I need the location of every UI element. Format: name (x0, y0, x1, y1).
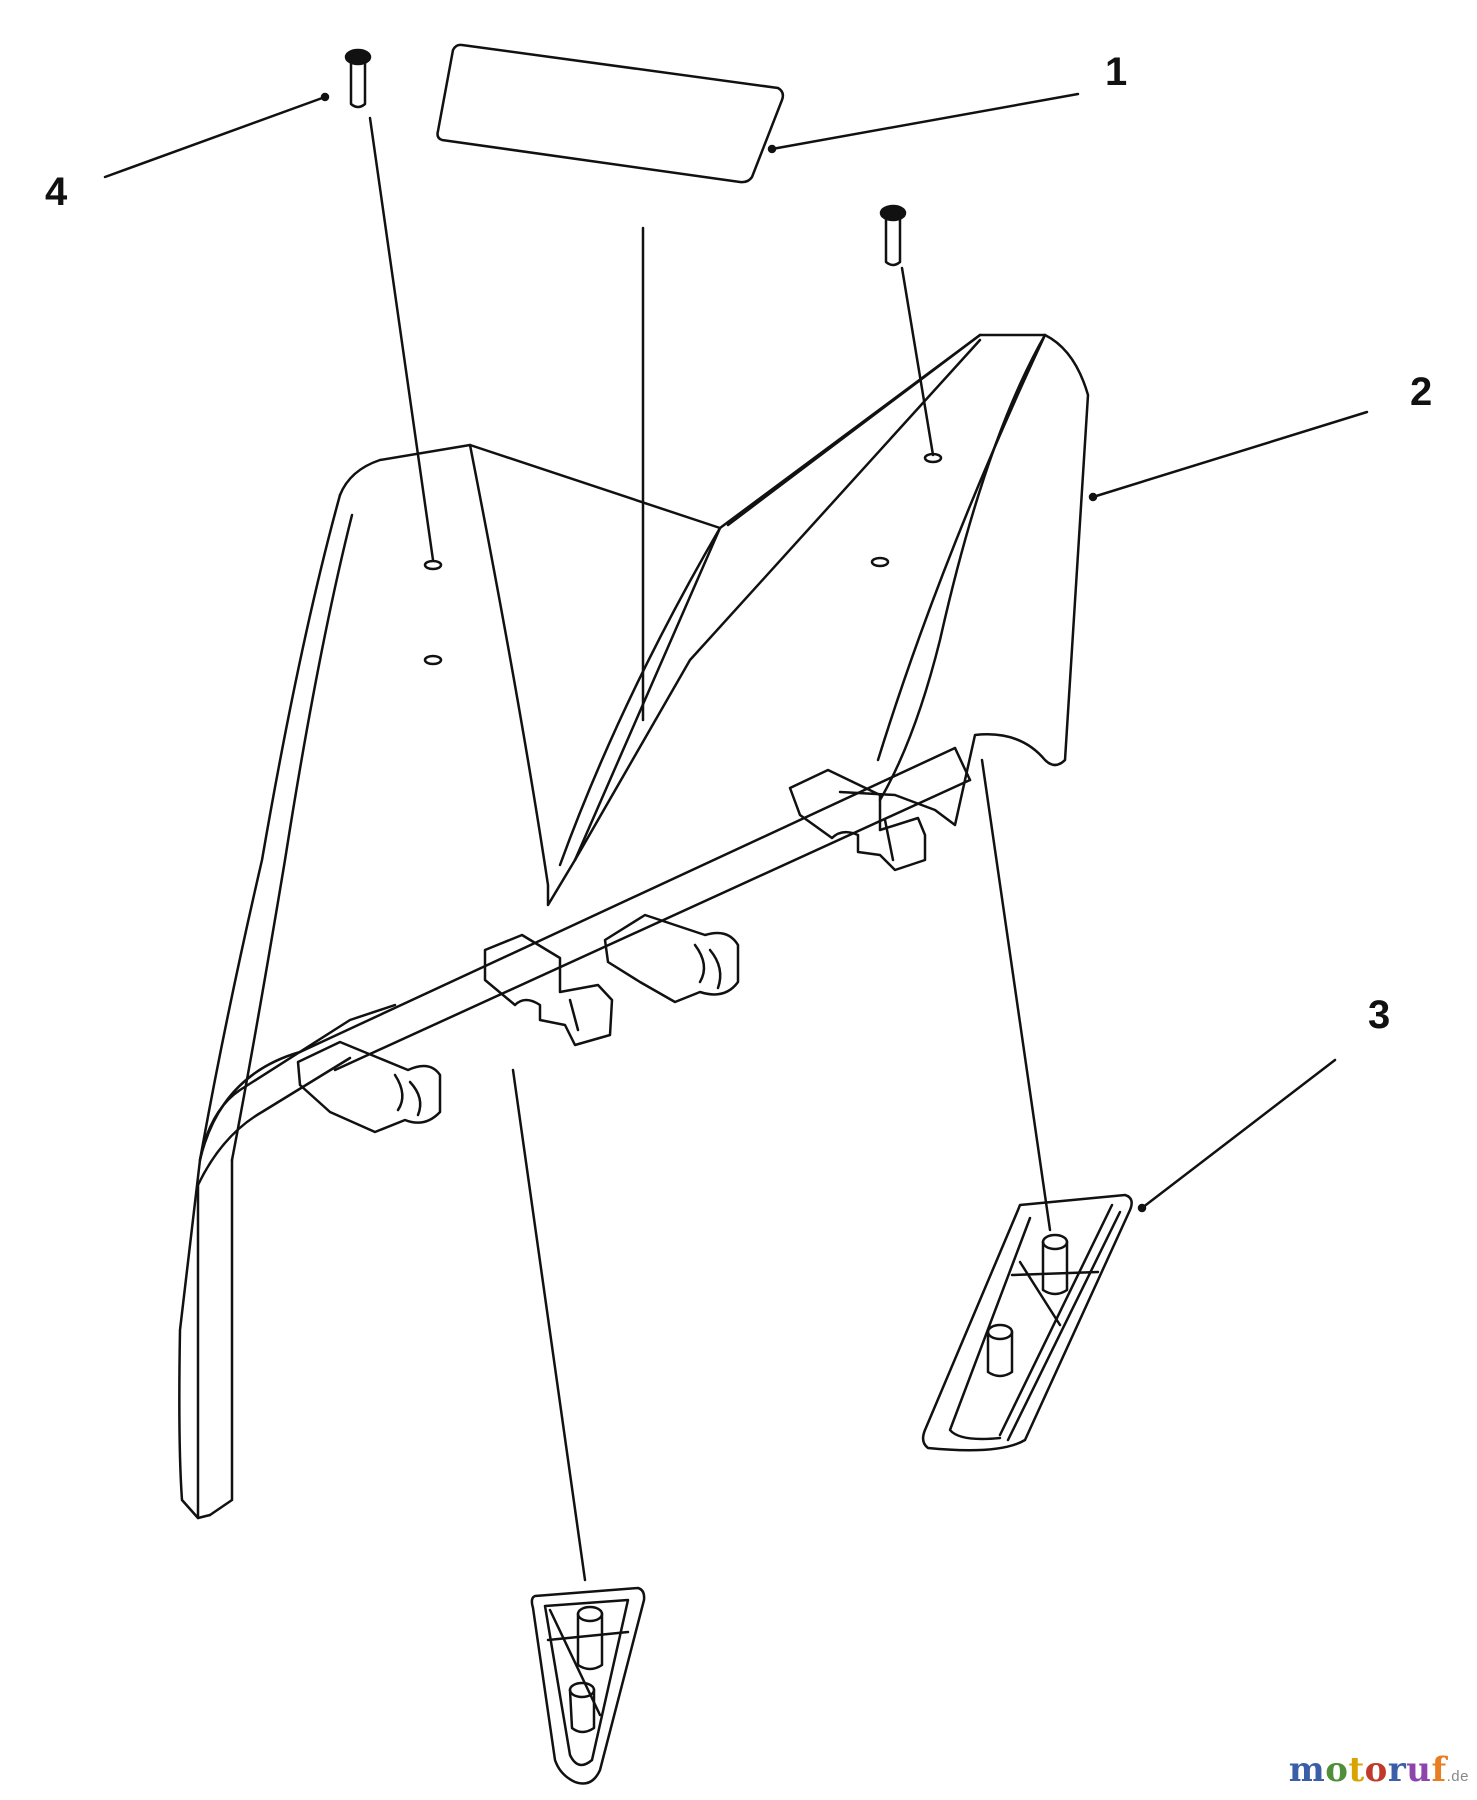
watermark-letter: u (1406, 1750, 1432, 1790)
decal-plate (436, 43, 785, 184)
watermark-letter: r (1387, 1750, 1407, 1790)
screw-left (344, 48, 372, 109)
deflector-shield (178, 333, 1090, 1520)
screw-right (879, 204, 907, 267)
assembly-line-screw-right (900, 266, 935, 457)
skid-foot-left (530, 1586, 646, 1785)
watermark-letter: m (1288, 1750, 1326, 1790)
watermark-letter: o (1364, 1750, 1388, 1790)
callout-1: 1 (1105, 50, 1128, 94)
leader-3 (1140, 1058, 1337, 1210)
rail-clip-3 (603, 913, 740, 1004)
callout-3: 3 (1368, 993, 1391, 1037)
watermark-letter: o (1325, 1750, 1349, 1790)
watermark-suffix: .de (1446, 1768, 1469, 1785)
watermark-letter: f (1431, 1750, 1447, 1790)
assembly-line-foot-left (511, 1068, 587, 1582)
watermark-logo: motoruf.de (1289, 1750, 1469, 1790)
callout-4: 4 (45, 170, 68, 214)
rail-clip-4 (788, 768, 927, 872)
rail-clip-2 (483, 933, 614, 1047)
assembly-line-foot-right (980, 758, 1052, 1232)
skid-foot-right (921, 1193, 1133, 1452)
leader-4 (103, 95, 327, 179)
rail-clip-1 (296, 1040, 442, 1134)
watermark-letter: t (1348, 1750, 1365, 1790)
callout-2: 2 (1410, 370, 1433, 414)
assembly-line-screw-left (368, 116, 435, 562)
leader-1 (770, 92, 1080, 151)
leader-2 (1091, 410, 1369, 499)
